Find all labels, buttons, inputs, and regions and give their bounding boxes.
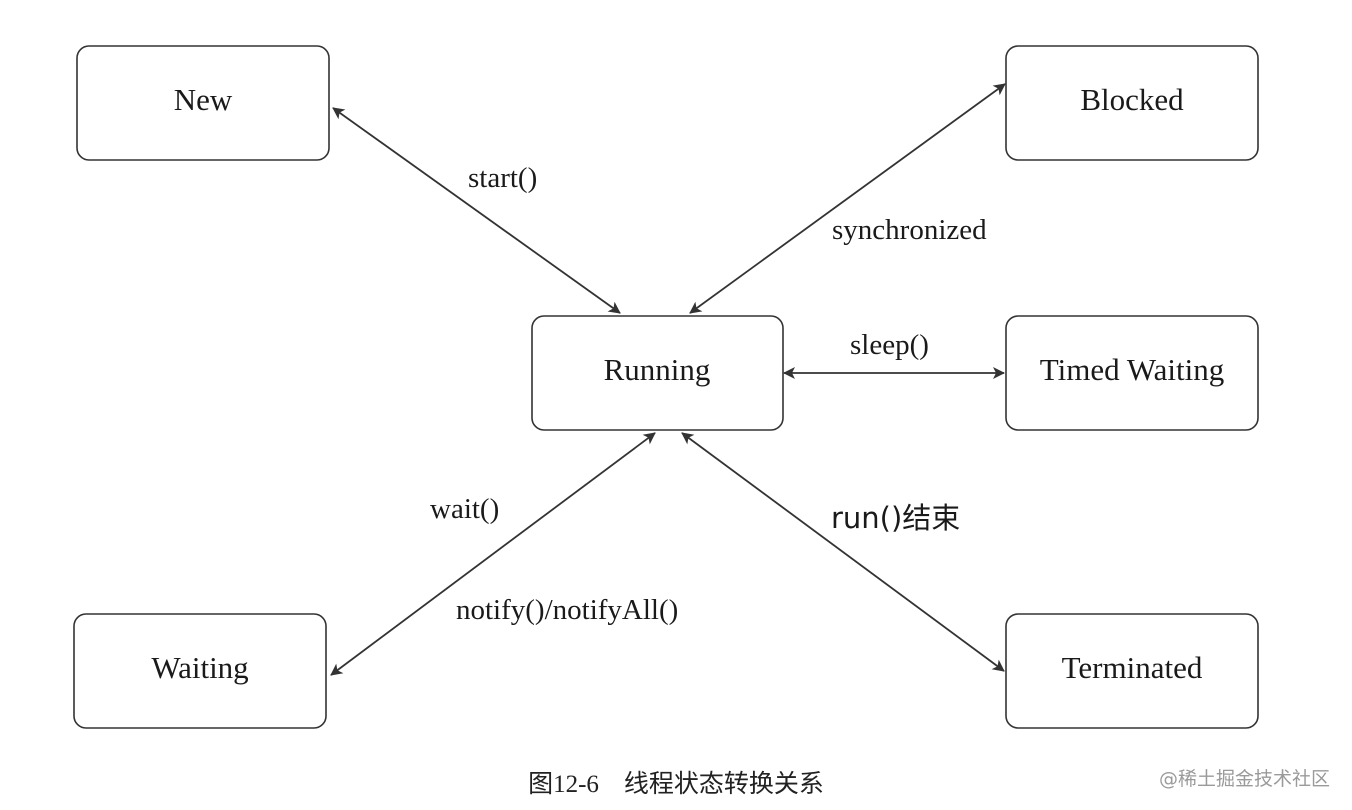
label-notify: notify()/notifyAll() — [456, 594, 678, 626]
state-timed-waiting: Timed Waiting — [1005, 315, 1259, 431]
watermark-text: @稀土掘金技术社区 — [1158, 768, 1330, 790]
label-synchronized: synchronized — [832, 214, 987, 246]
state-terminated: Terminated — [1005, 613, 1259, 729]
state-new: New — [76, 45, 330, 161]
state-blocked: Blocked — [1005, 45, 1259, 161]
state-new-label: New — [174, 82, 233, 117]
label-run-end: run()结束 — [831, 501, 960, 535]
edge-waiting-running — [330, 432, 656, 676]
state-running-label: Running — [604, 352, 711, 387]
edge-running-terminated — [681, 432, 1005, 672]
state-blocked-label: Blocked — [1080, 82, 1184, 117]
edge-blocked-running — [689, 83, 1006, 314]
label-sleep: sleep() — [850, 329, 929, 361]
state-terminated-label: Terminated — [1062, 650, 1203, 685]
state-waiting: Waiting — [73, 613, 327, 729]
state-timed-waiting-label: Timed Waiting — [1040, 352, 1224, 387]
state-running: Running — [531, 315, 784, 431]
label-wait: wait() — [430, 493, 499, 525]
figure-caption: 图12-6 线程状态转换关系 — [528, 771, 824, 798]
state-waiting-label: Waiting — [151, 650, 248, 685]
label-start: start() — [468, 162, 537, 194]
edge-new-running — [332, 107, 621, 314]
